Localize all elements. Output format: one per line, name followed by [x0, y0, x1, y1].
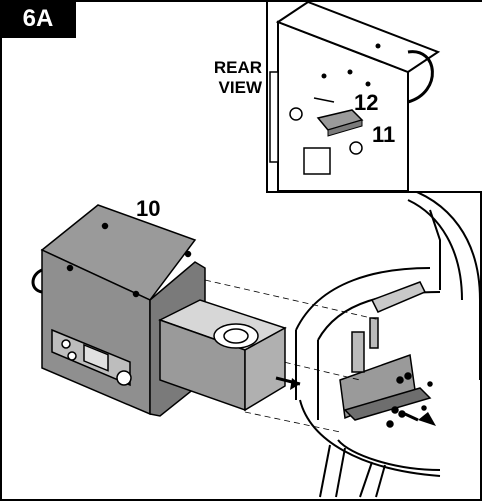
callout-11: 11: [372, 122, 396, 147]
alignment-lines: [204, 279, 381, 433]
rear-view-inset: [266, 0, 482, 193]
insert-arrow-left: [275, 376, 301, 390]
callout-10: 10: [136, 196, 161, 221]
grill-legs: [319, 444, 386, 498]
insert-arrow-right: [404, 412, 436, 426]
rear-view-illustration: [269, 2, 441, 191]
step-badge: 6A: [0, 0, 76, 38]
barrel-interior: [339, 281, 433, 428]
callout-12: 12: [354, 90, 379, 115]
rear-view-label-line2: VIEW: [218, 78, 262, 97]
hopper-assembly: [31, 204, 287, 417]
rear-view-label: REAR VIEW: [206, 58, 262, 98]
rear-view-label-line1: REAR: [213, 58, 262, 77]
